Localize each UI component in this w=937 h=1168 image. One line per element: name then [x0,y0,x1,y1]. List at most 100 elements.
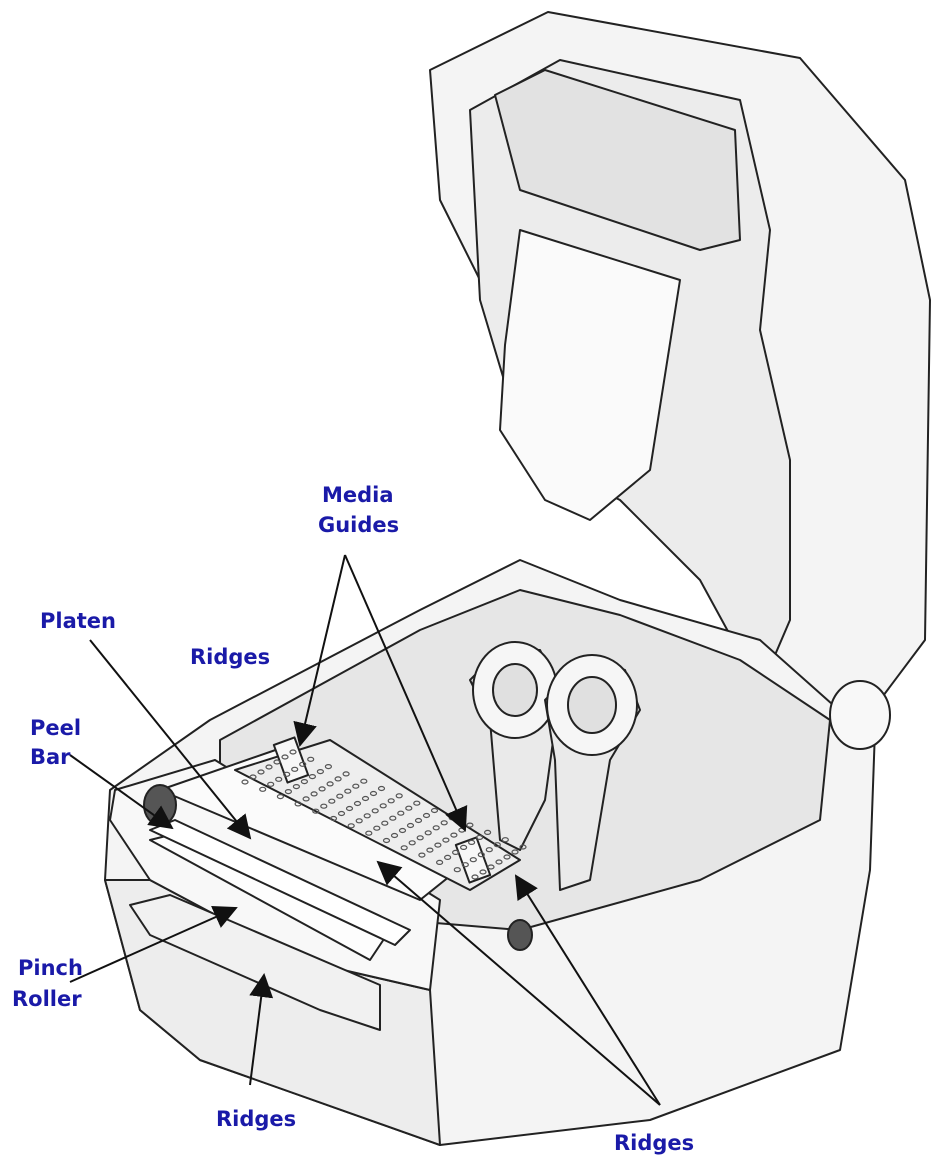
leader-peel-bar [69,754,174,830]
ridge-dot [345,805,354,812]
ridge-dot [289,749,297,755]
ridge-dot [334,776,342,782]
ridge-dot [501,837,509,843]
ridge-dot [299,761,307,767]
ridge-dot [468,839,476,846]
ridge-dot [430,807,439,814]
ridge-dot [397,810,405,816]
leader-ridges-bottom-right-b [514,874,661,1106]
ridge-dot [444,854,452,861]
ridge-dot [294,801,302,807]
label-media: Media [322,483,394,507]
label-peel: Peel [30,716,81,740]
peel-door [129,894,381,1031]
leader-ridges-bottom-left [249,973,274,1086]
ridge-dot [265,764,273,770]
ridge-dot [307,756,315,762]
ridge-dot [471,874,479,880]
ridge-pattern [241,749,527,880]
ridge-dot [469,857,477,863]
ridge-dot [390,832,399,839]
ridge-dot [461,862,469,868]
ridge-dot [324,763,332,770]
ridge-dot [273,759,281,765]
ridge-dot [493,842,501,848]
ridge-dot [460,844,468,851]
ridge-dot [361,795,370,802]
ridge-dot [379,803,387,809]
ridge-dot [382,837,391,844]
ridge-dot [312,808,320,814]
ridge-dot [484,829,492,836]
ridge-dot [267,781,275,787]
label-ridges-bottom-right: Ridges [614,1131,694,1155]
ridge-dot [259,786,267,792]
ridge-dot [347,823,355,829]
ridge-dot [249,774,257,780]
label-guides: Guides [318,513,399,537]
leader-platen [89,639,252,840]
ridge-dot [371,808,379,814]
ridge-dot [257,769,265,775]
ridge-dot [416,835,424,841]
ridge-dot [495,859,503,865]
ridge-dot [426,847,434,853]
ridge-dot [414,817,423,824]
printhead [494,69,741,251]
ridge-dot [300,778,308,785]
ridge-dot [381,820,389,826]
ridge-dot [389,815,397,821]
ridge-dot [283,771,291,777]
hinge-knob [829,680,891,750]
ridge-dot [342,771,350,777]
gear-right [507,919,533,951]
ridge-dot [485,847,493,853]
ridge-dot [373,825,381,831]
ridge-dot [519,844,527,850]
ridge-dot [395,793,403,799]
label-pinch: Pinch [18,956,83,980]
ridge-dot [291,766,299,772]
ridge-dot [422,812,431,819]
ridge-dot [318,786,326,792]
label-ridges-bottom-left: Ridges [216,1107,296,1131]
ridge-dot [328,798,336,804]
ridge-dot [432,825,440,831]
ridge-dot [281,754,289,760]
ridge-dot [326,781,334,787]
ridge-dot [452,849,460,856]
lid-cutout [499,229,681,521]
ridge-dot [302,796,310,802]
ridge-dot [320,803,328,809]
ridge-dot [275,776,283,782]
ridge-dot [241,779,249,785]
label-platen: Platen [40,609,116,633]
ridge-dot [413,800,421,806]
ridge-dot [387,798,395,804]
ridge-dot [442,837,450,843]
leader-media-guides-right [344,554,468,832]
ridge-dot [453,867,461,873]
ridge-dot [329,815,338,822]
ridge-dot [363,813,371,819]
ridge-dot [511,849,519,855]
ridge-dot [408,840,416,846]
ridge-dot [434,842,442,848]
ridge-dot [353,800,362,807]
ridge-dot [377,785,386,792]
ridge-dot [400,845,408,851]
leader-ridges-bottom-right-a [376,860,661,1106]
ridge-dot [418,852,426,858]
label-bar: Bar [30,745,71,769]
ridge-dot [336,793,344,799]
leader-media-guides-left [293,554,346,747]
ridge-dot [479,869,487,875]
ridge-dot [424,830,432,836]
ridge-dot [503,854,511,860]
ridge-dot [436,859,444,866]
label-roller: Roller [12,987,82,1011]
ridge-dot [365,830,373,836]
ridge-dot [405,805,413,811]
